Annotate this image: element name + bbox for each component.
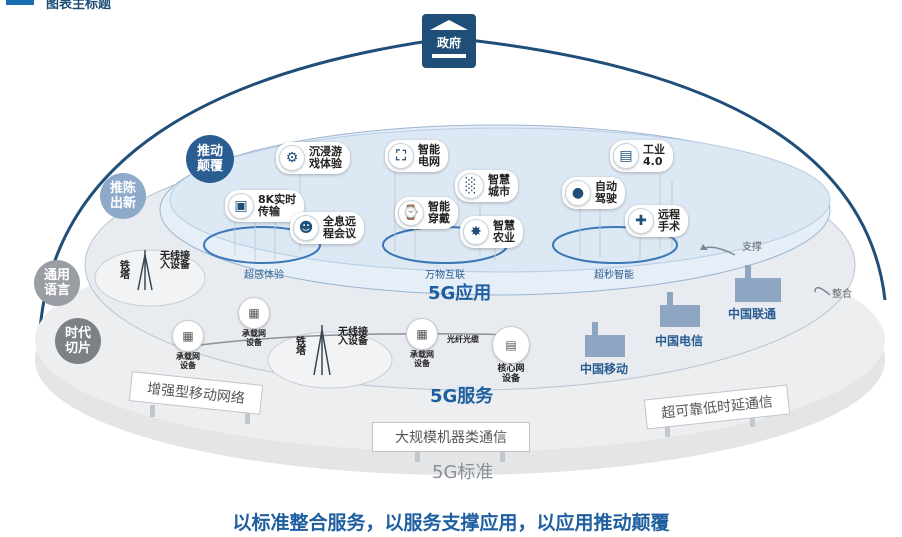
service-access-2: 无线接 入设备 xyxy=(338,327,368,347)
router-icon: ▦ xyxy=(172,320,204,352)
factory-icon: ▤ xyxy=(613,143,639,169)
app-8k-video: ▣8K实时 传输 xyxy=(225,190,305,222)
service-tower-1: 铁 塔 xyxy=(120,261,130,281)
app-drive-label: 自动 驾驶 xyxy=(595,180,617,205)
router-icon: ▦ xyxy=(238,297,270,329)
service-bearer-top: ▦ 承载网 设备 xyxy=(238,297,270,347)
service-bearer-mid: ▦ 承载网 设备 xyxy=(406,318,438,368)
arrow-label-support: 支撑 xyxy=(742,242,762,253)
layer-label-standard: 5G标准 xyxy=(432,462,494,483)
ring-label-intelligence: 超秒智能 xyxy=(594,270,634,281)
layer-label-app: 5G应用 xyxy=(428,283,492,304)
bubble-disrupt: 推动 颠覆 xyxy=(186,135,234,183)
header-title: 图表主标题 xyxy=(46,0,112,12)
app-surgery-label: 远程 手术 xyxy=(658,208,680,233)
core-label: 核心网 设备 xyxy=(497,364,525,384)
operator-mobile: 中国移动 xyxy=(580,362,629,376)
bearer-mid-label: 承载网 设备 xyxy=(410,350,434,368)
service-core: ▤ 核心网 设备 xyxy=(492,326,530,384)
app-holo-meeting: ☻全息远 程会议 xyxy=(290,212,364,244)
app-wear-label: 智能 穿戴 xyxy=(428,200,450,225)
app-vr-label: 沉浸游 戏体验 xyxy=(309,145,342,170)
app-grid-label: 智能 电网 xyxy=(418,143,440,168)
app-city-label: 智慧 城市 xyxy=(488,173,510,198)
service-fiber: 光纤光缆 xyxy=(447,335,479,344)
app-smart-grid: ⛶智能 电网 xyxy=(385,140,448,172)
city-icon: ░ xyxy=(458,173,484,199)
app-industry-label: 工业 4.0 xyxy=(643,143,665,168)
app-8k-label: 8K实时 传输 xyxy=(258,193,297,218)
government-label: 政府 xyxy=(436,36,461,50)
header-accent-bar xyxy=(6,0,34,5)
surgery-icon: ✚ xyxy=(628,208,654,234)
bubble-innovate: 推陈 出新 xyxy=(100,173,146,219)
car-icon: ● xyxy=(565,180,591,206)
bearer-top-label: 承载网 设备 xyxy=(242,329,266,347)
bubble-language: 通用 语言 xyxy=(34,260,80,306)
government-building-icon xyxy=(422,14,476,68)
server-icon: ▤ xyxy=(492,326,530,364)
tv-icon: ▣ xyxy=(228,193,254,219)
bearer-left-label: 承载网 设备 xyxy=(176,352,200,370)
layer-label-service: 5G服务 xyxy=(430,386,494,407)
app-holo-label: 全息远 程会议 xyxy=(323,215,356,240)
app-vr-gaming: ⚙沉浸游 戏体验 xyxy=(276,142,350,174)
ring-label-experience: 超感体验 xyxy=(244,270,284,281)
router-icon: ▦ xyxy=(406,318,438,350)
app-agri-label: 智慧 农业 xyxy=(493,219,515,244)
ring-label-iot: 万物互联 xyxy=(425,270,465,281)
footer-slogan: 以标准整合服务，以服务支撑应用，以应用推动颠覆 xyxy=(232,512,670,534)
watch-icon: ⌚ xyxy=(398,200,424,226)
app-wearable: ⌚智能 穿戴 xyxy=(395,197,458,229)
people-icon: ☻ xyxy=(293,215,319,241)
app-autonomous-driving: ●自动 驾驶 xyxy=(562,177,625,209)
bubble-slice: 时代 切片 xyxy=(55,318,101,364)
drone-icon: ✸ xyxy=(463,219,489,245)
app-smart-city: ░智慧 城市 xyxy=(455,170,518,202)
arrow-label-integrate: 整合 xyxy=(832,289,852,300)
service-tower-2: 铁 塔 xyxy=(296,337,306,357)
app-industry: ▤工业 4.0 xyxy=(610,140,673,172)
gamepad-icon: ⚙ xyxy=(279,145,305,171)
app-smart-agri: ✸智慧 农业 xyxy=(460,216,523,248)
app-remote-surgery: ✚远程 手术 xyxy=(625,205,688,237)
government-node: 政府 xyxy=(422,14,476,68)
power-tower-icon: ⛶ xyxy=(388,143,414,169)
service-access-1: 无线接 入设备 xyxy=(160,251,190,271)
service-bearer-left: ▦ 承载网 设备 xyxy=(172,320,204,370)
sign-mmtc: 大规模机器类通信 xyxy=(372,422,530,452)
operator-telecom: 中国电信 xyxy=(655,334,704,348)
operator-unicom: 中国联通 xyxy=(728,307,777,321)
